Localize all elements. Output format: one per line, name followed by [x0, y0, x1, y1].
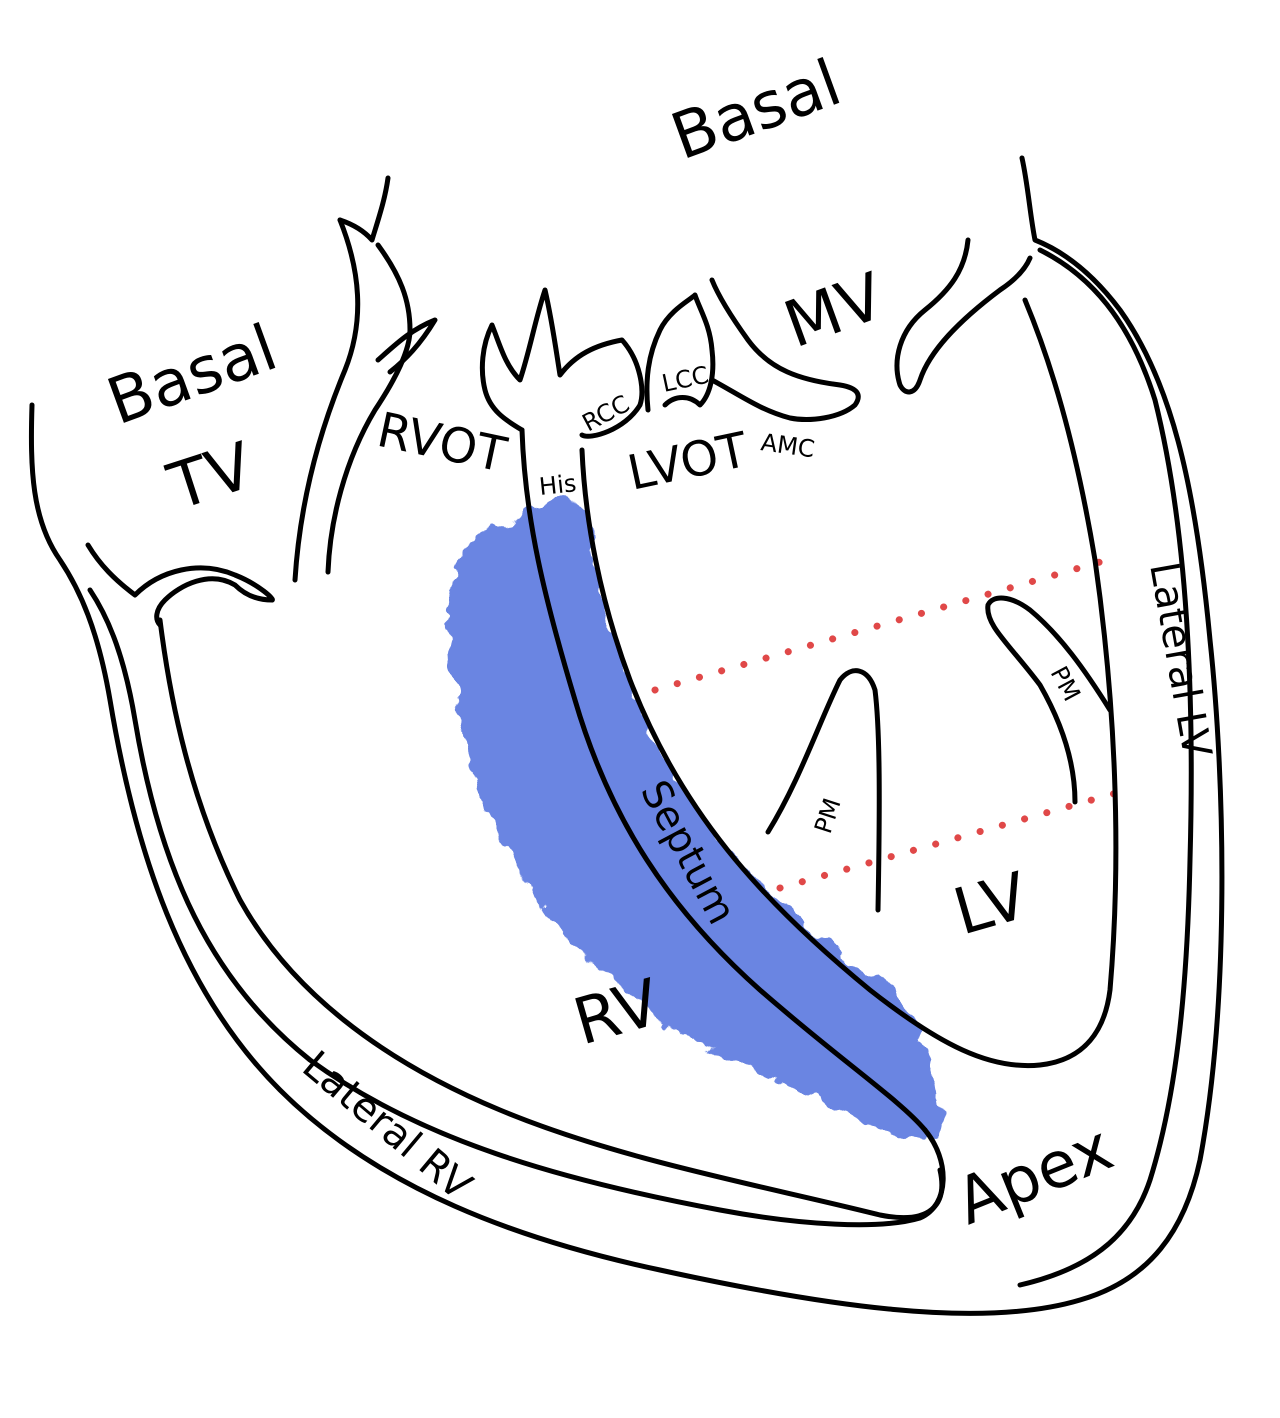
dotted-line-upper	[651, 558, 1104, 694]
rvot-right-wall	[325, 242, 413, 575]
label-rvot: RVOT	[373, 402, 512, 484]
rvot-left-wall-top	[337, 175, 391, 243]
rv-inner-wall	[87, 587, 946, 1228]
rvot-inner-fold	[375, 317, 438, 375]
septum-rv-side	[519, 427, 928, 1133]
papillary-muscle-right	[985, 595, 1113, 805]
label-basal-left: Basal	[98, 311, 286, 440]
aortic-root	[479, 287, 645, 439]
septum-highlight	[447, 499, 941, 1143]
papillary-muscle-left	[765, 668, 882, 913]
septum-lv-side	[579, 297, 1119, 1069]
outer-wall	[28, 155, 1225, 1316]
label-lcc: LCC	[659, 361, 711, 398]
label-lv: LV	[946, 859, 1036, 950]
mv-posterior-leaflet	[894, 237, 1033, 395]
tricuspid-valve	[85, 542, 275, 628]
rvot-left-wall	[292, 217, 361, 583]
label-his: His	[538, 469, 578, 501]
label-apex: Apex	[946, 1111, 1123, 1240]
lcc-leaflet	[644, 292, 716, 413]
lv-outer-inner-wall	[1017, 247, 1194, 1288]
label-amc: AMC	[759, 428, 816, 463]
label-lateral-lv: Lateral LV	[1140, 559, 1220, 762]
rv-lower-wall	[157, 617, 945, 1221]
amc-mv-leaflet	[709, 277, 861, 422]
label-lvot: LVOT	[623, 422, 753, 502]
label-basal-top: Basal	[662, 46, 850, 175]
label-tv: TV	[159, 429, 262, 525]
label-mv: MV	[775, 260, 894, 363]
label-pm-left: PM	[809, 795, 847, 837]
